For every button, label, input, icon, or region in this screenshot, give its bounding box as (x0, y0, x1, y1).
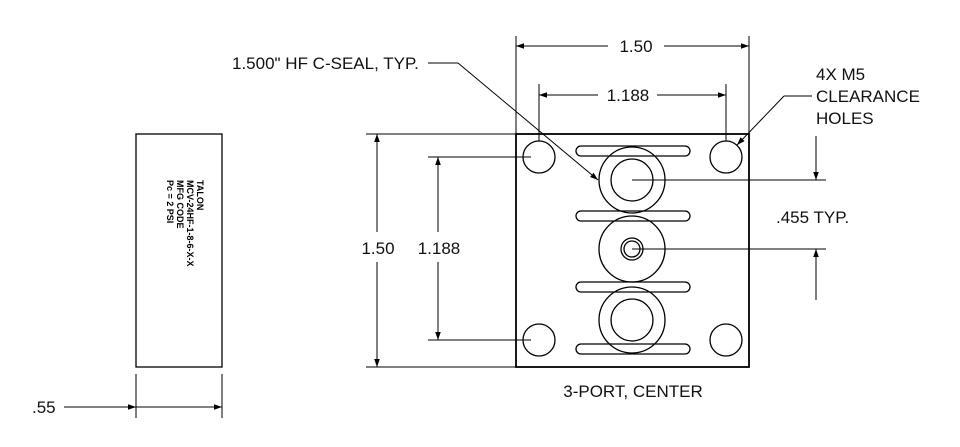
port-bottom (598, 286, 666, 354)
manifold-block (515, 133, 750, 368)
dim-hole-spacing-x: 1.188 (607, 86, 650, 105)
port-spacing-dim: .455 TYP. (776, 208, 849, 227)
slot-top (575, 145, 691, 157)
engraving-line-1: TALON (195, 180, 205, 210)
top-view: 1.50 1.188 1.50 1.188 1.500" HF C-SEAL, … (232, 36, 920, 401)
dim-hole-spacing-y: 1.188 (418, 239, 461, 258)
view-caption: 3-PORT, CENTER (563, 382, 703, 401)
engraving-line-4: Pc = 2 PSI (165, 180, 175, 223)
side-view-body (135, 133, 223, 368)
clearance-hole-tr (709, 140, 743, 174)
hole-note-line-1: 4X M5 (816, 65, 865, 84)
engraving-line-2: MCV-24HF-1-8-6-X-X (185, 180, 195, 267)
clearance-hole-br (709, 323, 743, 357)
slot-middle-upper (575, 210, 691, 222)
dim-overall-height: 1.50 (361, 239, 394, 258)
seal-leader (457, 62, 599, 181)
hole-note-line-3: HOLES (816, 109, 874, 128)
side-view: TALON MCV-24HF-1-8-6-X-X MFG CODE Pc = 2… (32, 133, 223, 418)
seal-note: 1.500" HF C-SEAL, TYP. (232, 54, 419, 73)
slot-bottom (575, 343, 691, 355)
dim-overall-width: 1.50 (619, 37, 652, 56)
hole-note-line-2: CLEARANCE (816, 87, 920, 106)
hole-leader (736, 95, 785, 146)
engraving-line-3: MFG CODE (175, 180, 185, 229)
side-width-dim: .55 (32, 398, 56, 417)
side-view-engraving: TALON MCV-24HF-1-8-6-X-X MFG CODE Pc = 2… (165, 180, 205, 267)
